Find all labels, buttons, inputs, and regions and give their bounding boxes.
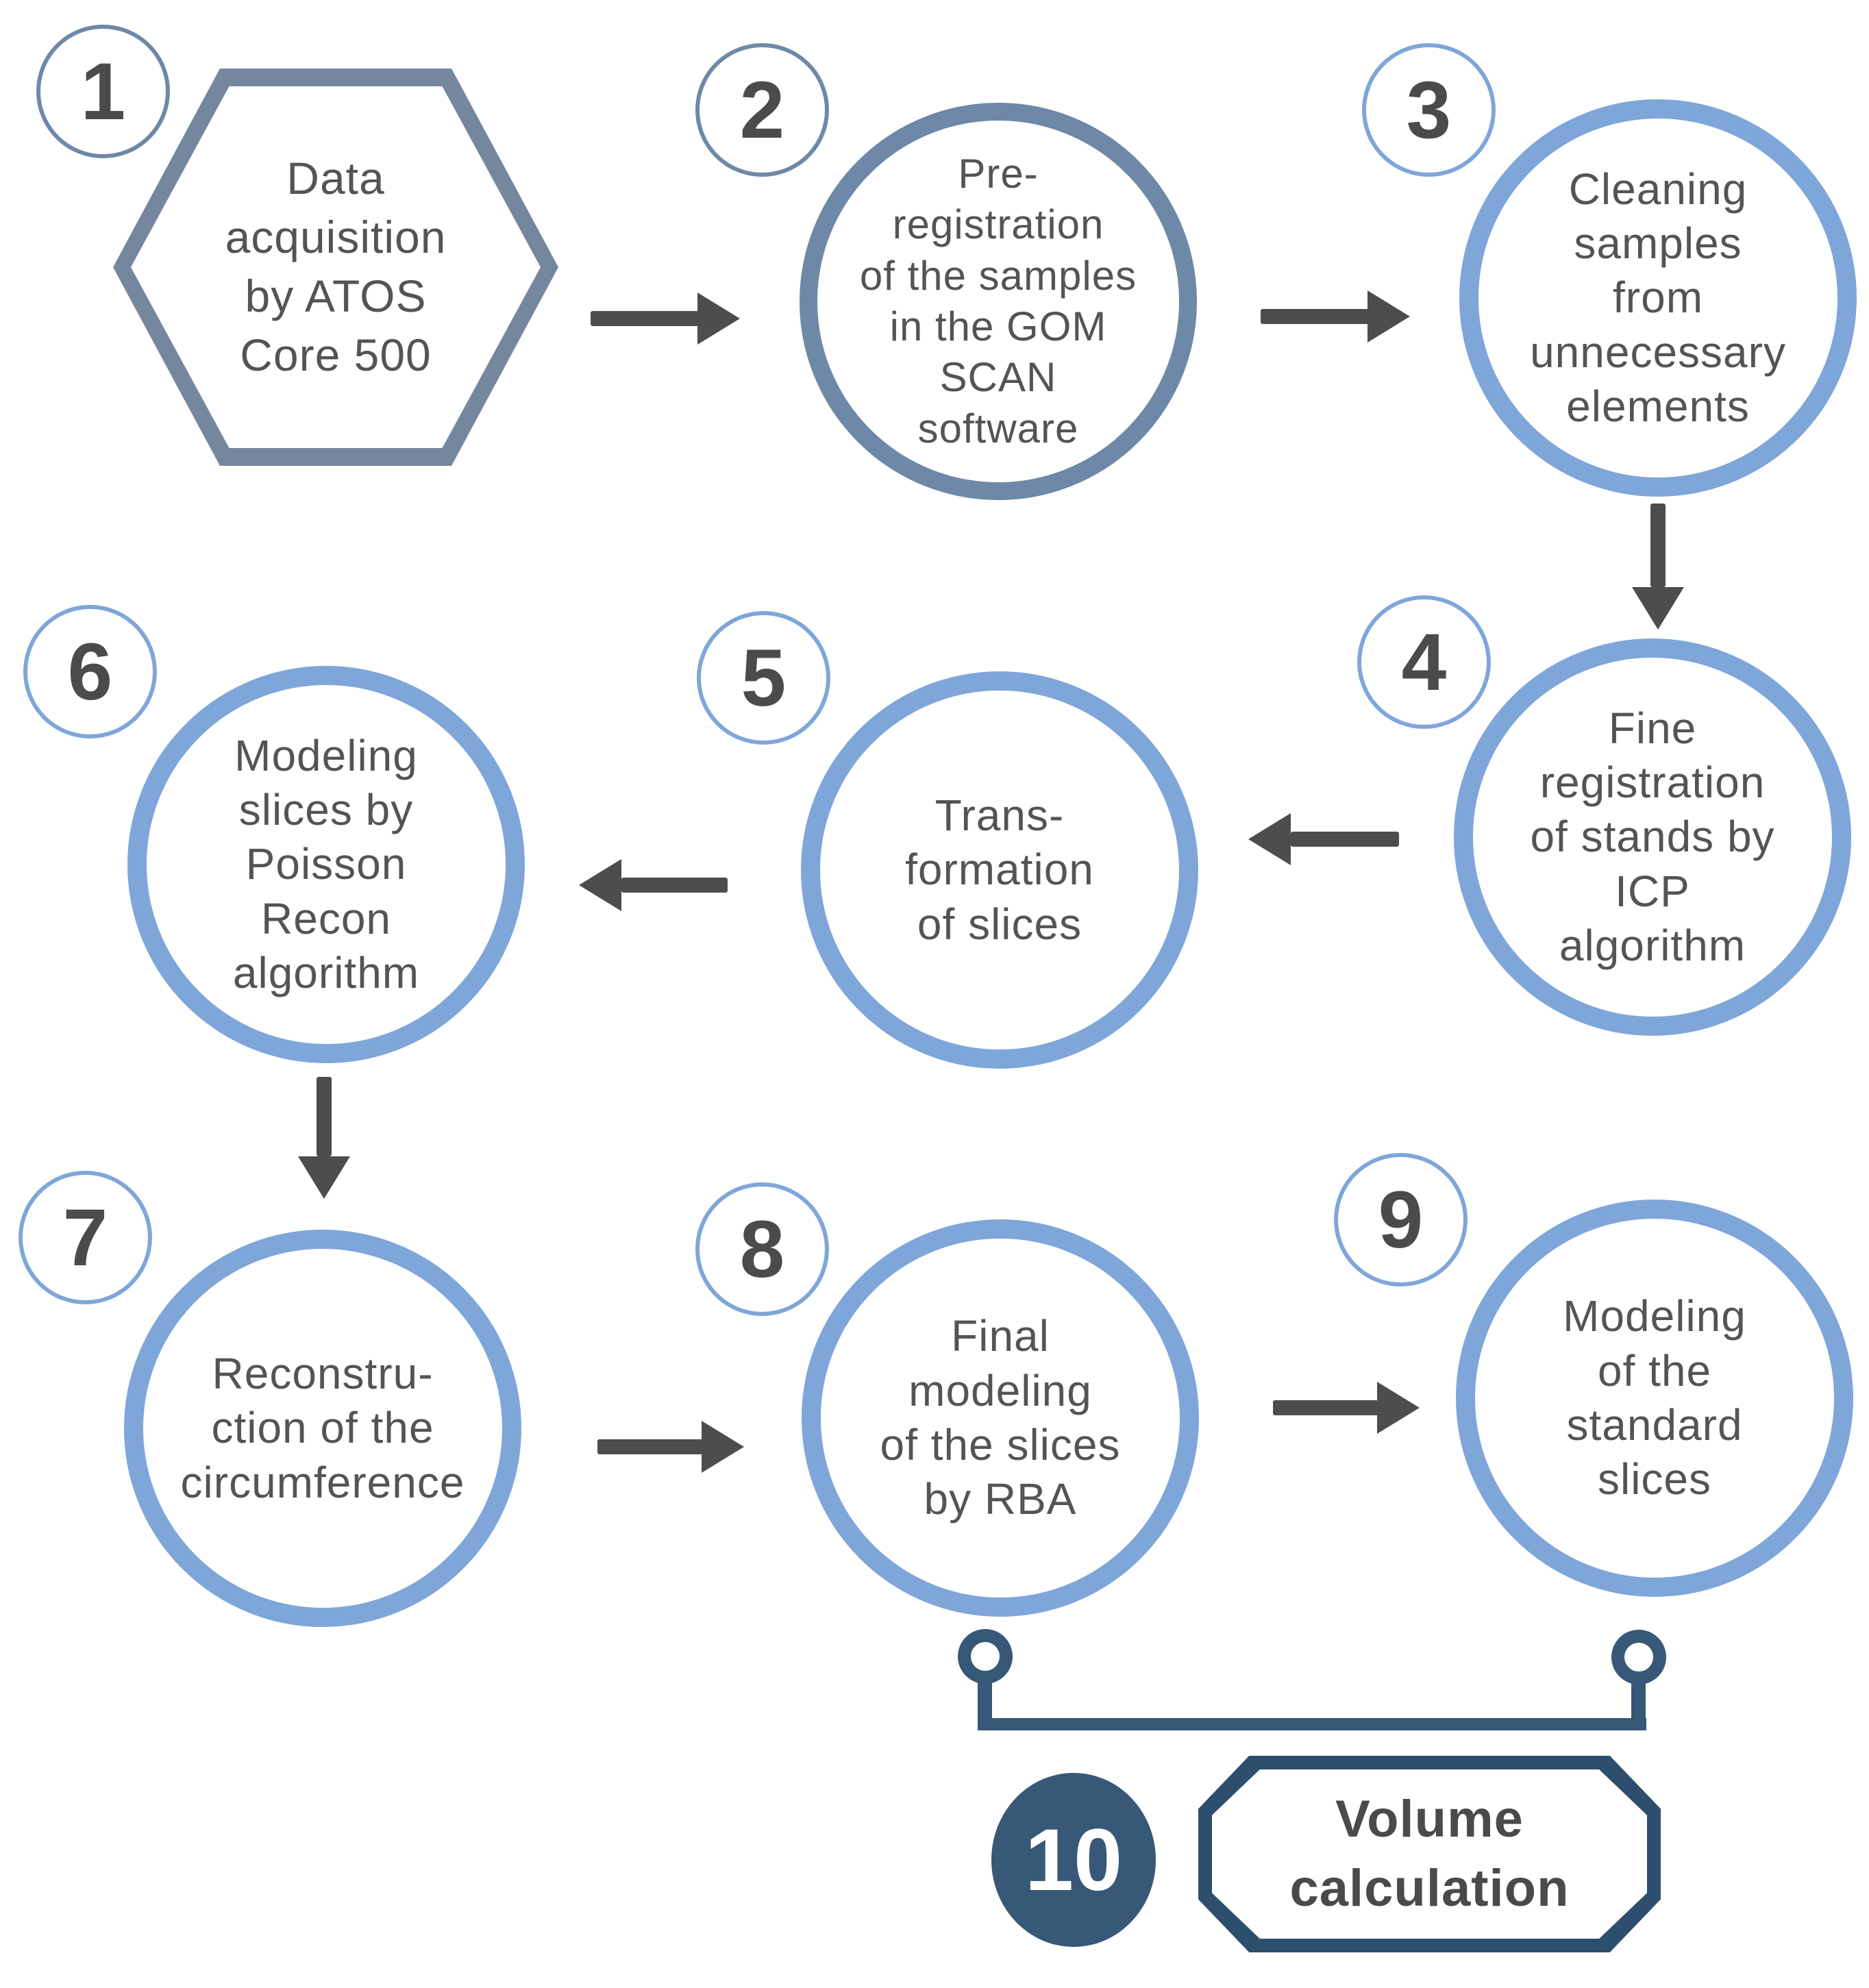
arrow-7-to-8-shaft: [597, 1439, 703, 1454]
step-3-label: Cleaning samples from unnecessary elemen…: [1530, 164, 1786, 432]
step-1-node-hexagon: Data acquisition by ATOS Core 500: [113, 69, 558, 466]
step-10-node-octagon: Volume calculation: [1198, 1756, 1661, 1952]
step-10-label: Volume calculation: [1289, 1790, 1570, 1917]
step-7-node-circle: Reconstru- ction of the circumference: [124, 1230, 521, 1627]
arrow-4-to-5-head: [1248, 813, 1291, 865]
step-6-label: Modeling slices by Poisson Recon algorit…: [232, 730, 420, 998]
step-2-number-badge: 2: [695, 43, 829, 177]
step-4-node-circle: Fine registration of stands by ICP algor…: [1454, 638, 1851, 1036]
arrow-5-to-6-shaft: [621, 878, 728, 893]
step-3-number: 3: [1406, 64, 1452, 156]
arrow-5-to-6-head: [579, 859, 621, 911]
connector-ring-under-8: [958, 1629, 1013, 1684]
step-9-node-circle: Modeling of the standard slices: [1456, 1200, 1853, 1597]
step-6-node-circle: Modeling slices by Poisson Recon algorit…: [127, 666, 525, 1063]
step-2-label: Pre- registration of the samples in the …: [859, 150, 1137, 451]
step-3-number-badge: 3: [1362, 43, 1496, 177]
step-7-number: 7: [62, 1192, 108, 1283]
step-5-number: 5: [741, 632, 787, 723]
arrow-2-to-3-head: [1367, 290, 1410, 343]
arrow-3-to-4-shaft: [1650, 504, 1666, 587]
step-10-number-badge: 10: [991, 1773, 1156, 1947]
step-8-node-circle: Final modeling of the slices by RBA: [802, 1219, 1199, 1617]
arrow-8-to-9-head: [1377, 1382, 1420, 1434]
step-1-number: 1: [80, 46, 126, 137]
arrow-1-to-2-shaft: [591, 311, 699, 326]
step-1-number-badge: 1: [36, 25, 170, 158]
step-6-number: 6: [67, 626, 113, 717]
connector-ring-under-9: [1611, 1630, 1666, 1685]
step-2-node-circle: Pre- registration of the samples in the …: [800, 103, 1197, 500]
arrow-8-to-9-shaft: [1273, 1400, 1378, 1415]
arrow-3-to-4-head: [1632, 587, 1684, 630]
step-8-number-badge: 8: [695, 1182, 829, 1316]
step-5-label: Trans- formation of slices: [905, 790, 1094, 949]
arrow-4-to-5-shaft: [1291, 832, 1399, 847]
step-10-number: 10: [1024, 1811, 1123, 1909]
step-9-label: Modeling of the standard slices: [1563, 1291, 1746, 1504]
step-5-number-badge: 5: [697, 611, 830, 745]
step-9-number-badge: 9: [1334, 1153, 1468, 1287]
step-2-number: 2: [739, 64, 785, 156]
arrow-6-to-7-head: [298, 1156, 350, 1199]
step-1-label: Data acquisition by ATOS Core 500: [225, 153, 447, 380]
step-3-node-circle: Cleaning samples from unnecessary elemen…: [1459, 99, 1857, 497]
arrow-2-to-3-shaft: [1261, 309, 1369, 324]
connector-stem-under-8: [978, 1678, 992, 1730]
step-5-node-circle: Trans- formation of slices: [801, 671, 1198, 1069]
step-9-number: 9: [1378, 1174, 1424, 1265]
step-4-number-badge: 4: [1357, 595, 1491, 729]
step-8-number: 8: [739, 1204, 785, 1295]
connector-stem-under-9: [1631, 1679, 1646, 1730]
connector-bracket: [978, 1718, 1646, 1730]
step-7-label: Reconstru- ction of the circumference: [180, 1348, 465, 1507]
hexagon-fill: [131, 86, 541, 448]
arrow-6-to-7-shaft: [317, 1077, 332, 1156]
step-7-number-badge: 7: [18, 1171, 152, 1304]
octagon-fill: [1212, 1769, 1647, 1939]
step-6-number-badge: 6: [23, 605, 157, 738]
step-4-label: Fine registration of stands by ICP algor…: [1530, 703, 1775, 971]
step-4-number: 4: [1401, 617, 1447, 708]
arrow-7-to-8-head: [702, 1421, 744, 1473]
step-8-label: Final modeling of the slices by RBA: [880, 1311, 1121, 1524]
arrow-1-to-2-head: [697, 293, 740, 345]
